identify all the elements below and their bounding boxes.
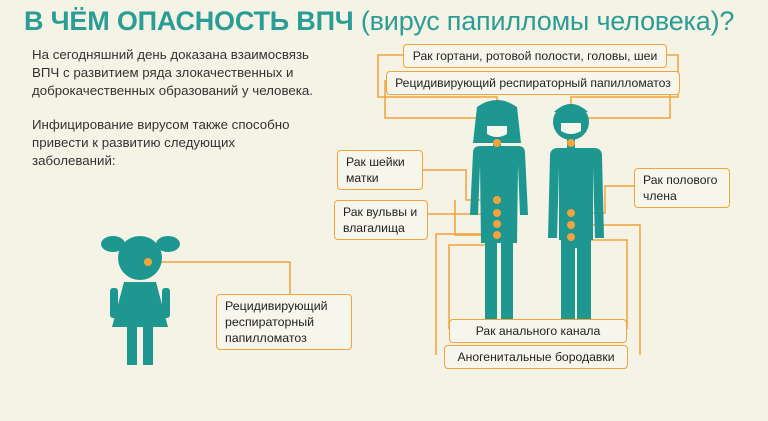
- marker-dots: [144, 139, 575, 266]
- intro-paragraph-2: Инфицирование вирусом также способно при…: [32, 117, 290, 168]
- label-anogenital-warts: Аногенитальные бородавки: [444, 345, 628, 369]
- label-anal-cancer: Рак анального канала: [449, 319, 627, 343]
- man-mask-icon: [561, 123, 581, 134]
- page-title: В ЧЁМ ОПАСНОСТЬ ВПЧ (вирус папилломы чел…: [24, 6, 734, 37]
- label-papillomatosis-child: Рецидивирующий респираторный папилломато…: [216, 294, 352, 350]
- woman-mask-icon: [487, 126, 507, 137]
- label-penis-cancer: Рак полового члена: [634, 168, 730, 208]
- man-figure: [548, 104, 604, 338]
- title-subtitle: (вирус папилломы человека)?: [360, 6, 735, 36]
- intro-paragraph-1: На сегодняшний день доказана взаимосвязь…: [32, 47, 313, 98]
- label-vulva-cancer: Рак вульвы и влагалища: [334, 200, 428, 240]
- label-papillomatosis-adult: Рецидивирующий респираторный папилломато…: [386, 71, 680, 95]
- title-bold: В ЧЁМ ОПАСНОСТЬ ВПЧ: [24, 6, 354, 36]
- child-figure: [101, 236, 180, 365]
- label-cervix-cancer: Рак шейки матки: [337, 150, 423, 190]
- label-larynx-cancer: Рак гортани, ротовой полости, головы, ше…: [403, 44, 667, 68]
- intro-text: На сегодняшний день доказана взаимосвязь…: [32, 46, 322, 186]
